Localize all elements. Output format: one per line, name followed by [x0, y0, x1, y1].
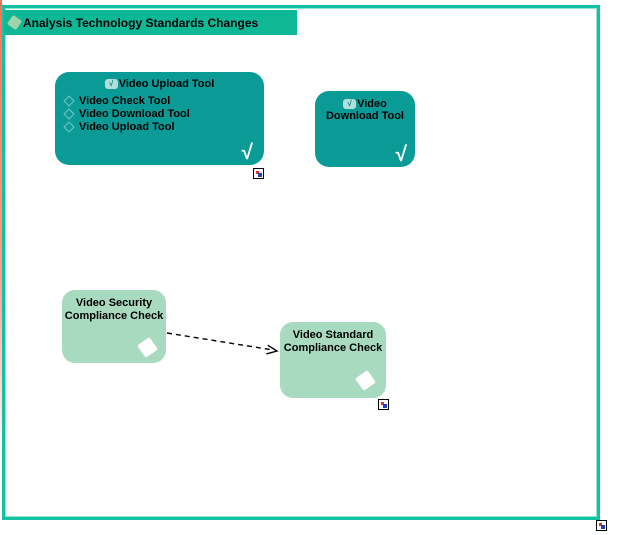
node-title-line2: Compliance Check: [64, 310, 164, 322]
blue-square-icon: [601, 525, 605, 529]
list-item[interactable]: Video Check Tool: [63, 94, 264, 107]
list-item[interactable]: Video Download Tool: [63, 107, 264, 120]
blue-square-icon: [383, 404, 387, 408]
model-reference-icon: [596, 520, 607, 531]
node-title-line2: Compliance Check: [283, 342, 383, 354]
blue-square-icon: [258, 173, 262, 177]
red-square-icon: [256, 171, 259, 174]
node-video-upload-tool[interactable]: √ Video Upload Tool Video Check Tool Vid…: [55, 72, 264, 165]
node-video-security-compliance-check[interactable]: Video Security Compliance Check: [62, 290, 166, 363]
list-item[interactable]: Video Upload Tool: [63, 120, 264, 133]
model-reference-icon: [378, 399, 389, 410]
check-icon: √: [343, 99, 357, 109]
red-square-icon: [381, 402, 384, 405]
list-item-label: Video Download Tool: [79, 107, 190, 120]
node-item-list: Video Check Tool Video Download Tool Vid…: [63, 94, 264, 133]
group-analysis-technology-standards-changes[interactable]: Analysis Technology Standards Changes: [2, 5, 600, 520]
node-title: Video Upload Tool: [118, 78, 215, 90]
node-header: √ Video Upload Tool: [55, 78, 264, 90]
list-item-label: Video Upload Tool: [79, 120, 175, 133]
node-header: √ Video: [315, 98, 415, 110]
check-icon: √: [104, 79, 118, 89]
window-edge-line: [0, 0, 2, 458]
dashed-flow-connection[interactable]: [166, 332, 279, 355]
list-item-label: Video Check Tool: [79, 94, 171, 107]
open-arrowhead-icon: [266, 344, 279, 355]
group-title-label: Analysis Technology Standards Changes: [23, 15, 259, 30]
node-title-line2: Download Tool: [325, 110, 404, 122]
red-square-icon: [599, 523, 602, 526]
node-title-line1: Video Standard: [292, 329, 374, 341]
sqrt-badge-icon: √: [241, 141, 253, 164]
node-video-download-tool[interactable]: √ Video Download Tool √: [315, 91, 415, 167]
group-title-bar[interactable]: Analysis Technology Standards Changes: [4, 10, 297, 35]
node-title-line1: Video: [357, 98, 387, 110]
model-reference-icon: [253, 168, 264, 179]
node-title-line1: Video Security: [75, 297, 153, 309]
sqrt-badge-icon: √: [395, 143, 407, 166]
node-video-standard-compliance-check[interactable]: Video Standard Compliance Check: [280, 322, 386, 398]
